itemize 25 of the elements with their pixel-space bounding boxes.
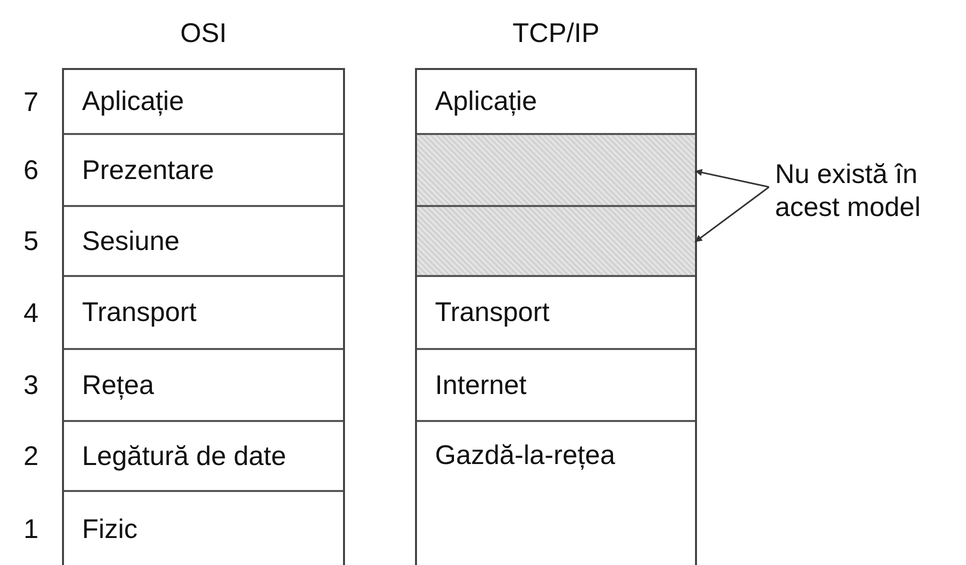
layer-number: 5 — [22, 226, 40, 257]
arrow — [694, 169, 770, 188]
note-text: Nu există în acest model — [775, 158, 922, 224]
layer-number: 6 — [22, 155, 40, 186]
column-heading: TCP/IP — [511, 18, 600, 49]
layer-name: Gazdă-la-rețea — [435, 440, 616, 471]
layer-number: 4 — [22, 298, 40, 328]
layer-name: Transport — [82, 297, 197, 328]
layer-name: Aplicație — [82, 86, 184, 117]
empty-layer — [417, 135, 695, 207]
layer-number: 7 — [22, 86, 40, 118]
layer-name: Transport — [435, 297, 550, 328]
layer-name: Internet — [435, 370, 527, 400]
layer-number: 1 — [22, 514, 40, 544]
column-heading: OSI — [179, 18, 228, 49]
layer-name: Prezentare — [82, 154, 214, 186]
arrow — [694, 186, 770, 243]
empty-layer — [417, 207, 695, 277]
layer-number: 2 — [22, 441, 40, 472]
layer-name: Legătură de date — [82, 440, 286, 472]
layer-name: Fizic — [82, 514, 138, 545]
layer-name: Rețea — [82, 370, 154, 400]
layer-name: Aplicație — [435, 86, 538, 117]
layer-name: Sesiune — [82, 226, 180, 256]
layer-number: 3 — [22, 370, 40, 401]
